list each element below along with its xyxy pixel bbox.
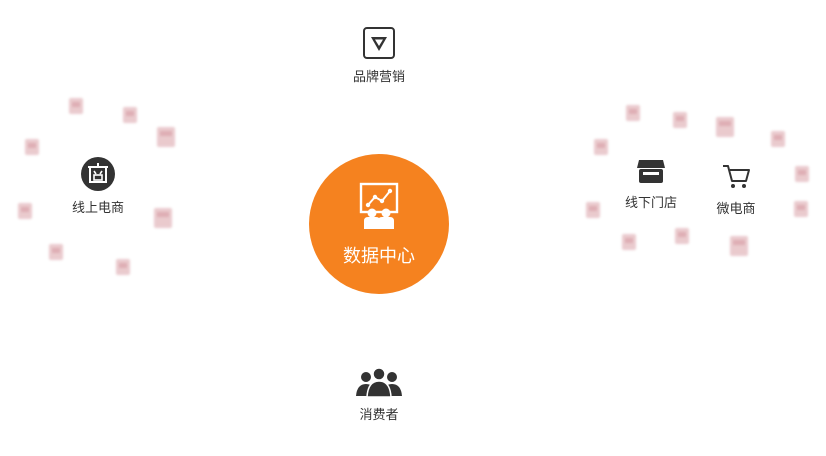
- shopping-cart-icon: [720, 160, 752, 196]
- decorative-thumb: [123, 107, 137, 123]
- node-brand-marketing[interactable]: 品牌营销: [350, 26, 408, 86]
- node-micro-ecommerce[interactable]: 微电商: [710, 160, 762, 218]
- decorative-thumb: [794, 201, 808, 217]
- decorative-thumb: [116, 259, 130, 275]
- storefront-icon: [635, 154, 667, 190]
- decorative-thumb: [795, 166, 809, 182]
- people-group-icon: [354, 366, 404, 402]
- decorative-thumb: [771, 131, 785, 147]
- decorative-thumb: [157, 127, 175, 147]
- decorative-thumb: [622, 234, 636, 250]
- decorative-thumb: [675, 228, 689, 244]
- decorative-thumb: [716, 117, 734, 137]
- decorative-thumb: [25, 139, 39, 155]
- node-label: 线上电商: [71, 201, 124, 216]
- node-data-center[interactable]: 数据中心: [309, 154, 449, 294]
- brand-v-icon: [362, 26, 396, 64]
- decorative-thumb: [673, 112, 687, 128]
- decorative-thumb: [154, 208, 172, 228]
- center-label: 数据中心: [343, 246, 415, 267]
- decorative-thumb: [730, 236, 748, 256]
- decorative-thumb: [626, 105, 640, 121]
- decorative-thumb: [69, 98, 83, 114]
- data-analytics-icon: [358, 182, 400, 234]
- node-offline-store[interactable]: 线下门店: [620, 154, 682, 212]
- node-label: 消费者: [359, 408, 399, 423]
- node-label: 品牌营销: [352, 70, 405, 85]
- decorative-thumb: [586, 202, 600, 218]
- node-label: 线下门店: [624, 196, 677, 211]
- node-online-ecommerce[interactable]: 线上电商: [66, 157, 130, 217]
- node-consumers[interactable]: 消费者: [350, 366, 408, 424]
- shop-badge-icon: [81, 157, 115, 195]
- node-label: 微电商: [716, 202, 756, 217]
- decorative-thumb: [594, 139, 608, 155]
- decorative-thumb: [49, 244, 63, 260]
- decorative-thumb: [18, 203, 32, 219]
